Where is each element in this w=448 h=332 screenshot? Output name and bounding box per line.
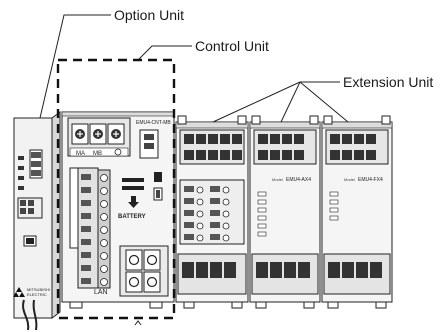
bottom-pointer <box>135 321 141 325</box>
option-unit-leader <box>40 15 111 118</box>
ext-model-prefix-b: Model <box>344 177 355 182</box>
extension-leader-2 <box>281 82 300 122</box>
option-unit: MITSUBISHI ELECTRIC <box>13 112 60 330</box>
control-model: EMU4-CNT-MB <box>136 120 171 126</box>
leader-lines <box>40 15 348 122</box>
control-screw-column <box>101 175 108 286</box>
extension-unit-label: Extension Unit <box>343 74 433 90</box>
control-unit-label: Control Unit <box>195 38 269 54</box>
option-unit-label: Option Unit <box>114 7 184 23</box>
port-label-mb: MB <box>93 151 102 157</box>
extension-unit-2: Model EMU4-AX4 <box>250 116 320 308</box>
brand-line2: ELECTRIC <box>27 292 47 297</box>
ext-model-a: EMU4-AX4 <box>286 177 311 183</box>
lan-label: LAN <box>94 289 108 296</box>
control-unit: MA MB EMU4-CNT-MB BATTERY <box>62 112 174 308</box>
control-unit-leader <box>138 46 192 60</box>
ext-model-prefix-a: Model <box>272 177 283 182</box>
ext-model-b: EMU4-FX4 <box>358 177 383 183</box>
extension-unit-3: Model EMU4-FX4 <box>322 116 392 308</box>
extension-unit-1 <box>176 116 248 308</box>
battery-label: BATTERY <box>118 214 146 220</box>
port-label-ma: MA <box>76 151 85 157</box>
